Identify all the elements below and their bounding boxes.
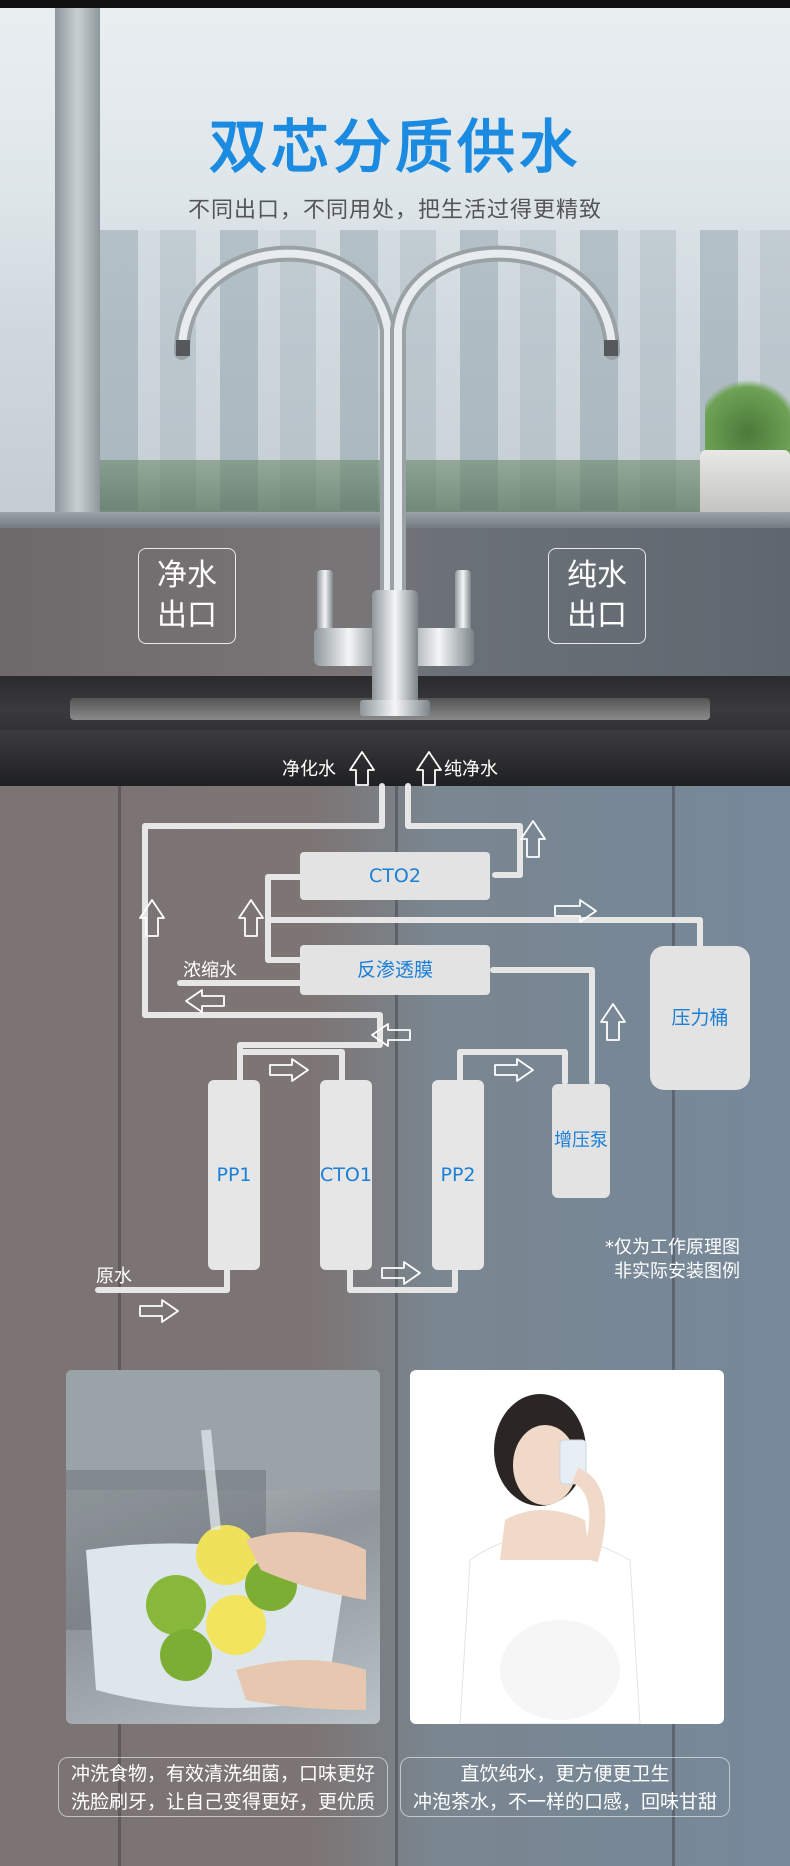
cabinet-divider <box>118 786 121 1866</box>
woman-drinking-photo <box>410 1370 724 1724</box>
pure-water-label: 纯净水 <box>444 759 498 780</box>
ro-membrane: 反渗透膜 <box>300 945 490 995</box>
window-frame <box>55 8 100 528</box>
caption-right: 直饮纯水，更方便更卫生 冲泡茶水，不一样的口感，回味甘甜 <box>400 1757 730 1817</box>
plant <box>705 370 790 460</box>
lemons-image-icon <box>66 1370 380 1710</box>
cabinet-divider <box>395 786 398 1866</box>
clean-water-outlet-label: 净水 出口 <box>138 548 236 644</box>
pure-water-outlet-label: 纯水 出口 <box>548 548 646 644</box>
faucet-icon <box>174 245 620 716</box>
woman-image-icon <box>459 1394 641 1724</box>
raw-water-label: 原水 <box>96 1266 132 1287</box>
counter-edge <box>0 730 790 786</box>
page-title: 双芯分质供水 <box>208 113 581 181</box>
pressure-tank: 压力桶 <box>650 946 750 1090</box>
washing-lemons-photo <box>66 1370 380 1724</box>
concentrate-label: 浓缩水 <box>183 960 237 981</box>
filter-cto1: CTO1 <box>320 1080 372 1270</box>
booster-pump: 增压泵 <box>552 1084 610 1198</box>
diagram-note: *仅为工作原理图 非实际安装图例 <box>605 1237 740 1282</box>
filter-pp1: PP1 <box>208 1080 260 1270</box>
purified-water-label: 净化水 <box>282 759 336 780</box>
page-subtitle: 不同出口，不同用处，把生活过得更精致 <box>187 198 602 223</box>
trees <box>100 460 790 515</box>
cabinet-divider <box>672 786 675 1866</box>
cto2-filter: CTO2 <box>300 852 490 900</box>
caption-left: 冲洗食物，有效清洗细菌，口味更好 洗脸刷牙，让自己变得更好，更优质 <box>58 1757 388 1817</box>
top-bar <box>0 0 790 8</box>
filter-pp2: PP2 <box>432 1080 484 1270</box>
